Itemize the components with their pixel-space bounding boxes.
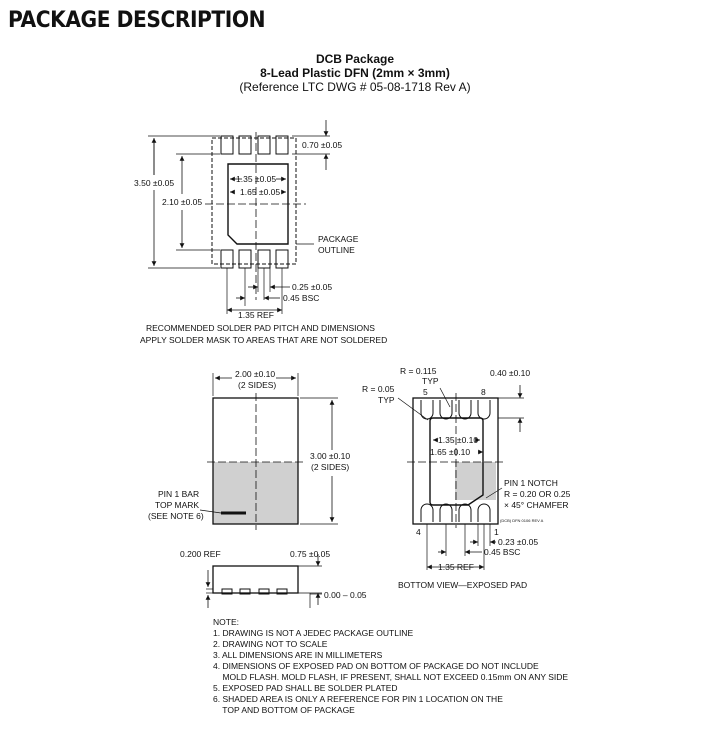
note-line: NOTE: [213, 617, 239, 627]
package-outline [211, 137, 297, 265]
notch-label-2: R = 0.20 OR 0.25 [504, 489, 571, 499]
bottom-view-outline [412, 397, 499, 525]
dim-bottom-lead-width: 0.23 ±0.05 [498, 537, 538, 547]
dim-pitch: 0.45 BSC [283, 293, 319, 303]
solder-pad-caption-1: RECOMMENDED SOLDER PAD PITCH AND DIMENSI… [146, 323, 375, 333]
radius-label-2-typ: TYP [378, 395, 395, 405]
bottom-lead [439, 503, 453, 522]
dim-body-height: 3.00 ±0.10 [310, 451, 350, 461]
side-lead [239, 588, 251, 595]
package-outline-label-2: OUTLINE [318, 245, 355, 255]
top-pad [238, 135, 252, 155]
radius-label-2: R = 0.05 [362, 384, 395, 394]
bottom-pad [257, 249, 271, 269]
package-name: DCB Package [315, 52, 395, 66]
bottom-pad [220, 249, 234, 269]
side-lead [221, 588, 233, 595]
bottom-lead [458, 503, 472, 522]
notch-label-1: PIN 1 NOTCH [504, 478, 558, 488]
dim-body-width-note: (2 SIDES) [238, 380, 276, 390]
bottom-lead [420, 503, 434, 522]
bottom-pad [275, 249, 289, 269]
note-line: MOLD FLASH. MOLD FLASH, IF PRESENT, SHAL… [213, 672, 569, 682]
dim-lead-width: 0.25 ±0.05 [292, 282, 332, 292]
dim-bottom-pitch: 0.45 BSC [484, 547, 520, 557]
note-line: 4. DIMENSIONS OF EXPOSED PAD ON BOTTOM O… [213, 661, 539, 671]
solder-pad-drawing [148, 120, 330, 314]
package-type: 8-Lead Plastic DFN (2mm × 3mm) [260, 66, 450, 80]
note-line: 2. DRAWING NOT TO SCALE [213, 639, 328, 649]
pin-number-5: 5 [423, 387, 428, 397]
exposed-pad [227, 163, 289, 245]
note-line: 1. DRAWING IS NOT A JEDEC PACKAGE OUTLIN… [213, 628, 414, 638]
top-pad [275, 135, 289, 155]
side-view-body [212, 565, 299, 594]
bottom-shaded-area [455, 462, 496, 500]
dim-outer-height: 3.50 ±0.05 [134, 178, 174, 188]
dim-pad-length: 0.70 ±0.05 [302, 140, 342, 150]
dim-side-ref: 0.200 REF [180, 549, 221, 559]
dim-body-height-note: (2 SIDES) [311, 462, 349, 472]
side-lead [258, 588, 270, 595]
radius-label-1: R = 0.115 [400, 366, 437, 376]
top-pad [220, 135, 234, 155]
pin1-label-2: TOP MARK [155, 500, 199, 510]
dim-pad-width-1: 1.35 ±0.05 [236, 174, 276, 184]
top-view-outline [212, 397, 299, 525]
side-lead [276, 588, 288, 595]
solder-pad-caption-2: APPLY SOLDER MASK TO AREAS THAT ARE NOT … [140, 335, 387, 345]
side-view-drawing [205, 554, 322, 608]
notch-label-3: × 45° CHAMFER [504, 500, 569, 510]
pin-number-1: 1 [494, 527, 499, 537]
bottom-lead [477, 400, 491, 420]
dim-bottom-pad-width-1: 1.35 ±0.10 [438, 435, 478, 445]
bottom-view-caption: BOTTOM VIEW—EXPOSED PAD [398, 580, 527, 590]
pin1-label-3: (SEE NOTE 6) [148, 511, 204, 521]
dim-standoff: 0.00 – 0.05 [324, 590, 367, 600]
note-line: 3. ALL DIMENSIONS ARE IN MILLIMETERS [213, 650, 383, 660]
dim-ref: 1.35 REF [238, 310, 274, 320]
pin-number-4: 4 [416, 527, 421, 537]
dim-lead-length: 0.40 ±0.10 [490, 368, 530, 378]
bottom-view-drawing [397, 385, 524, 570]
note-line: TOP AND BOTTOM OF PACKAGE [213, 705, 355, 715]
note-line: 6. SHADED AREA IS ONLY A REFERENCE FOR P… [213, 694, 503, 704]
dim-bottom-ref: 1.35 REF [438, 562, 474, 572]
bottom-pad [238, 249, 252, 269]
notes-block: NOTE: 1. DRAWING IS NOT A JEDEC PACKAGE … [213, 617, 568, 716]
dim-pad-width-2: 1.65 ±0.05 [240, 187, 280, 197]
top-pad [257, 135, 271, 155]
pin-number-8: 8 [481, 387, 486, 397]
note-line: 5. EXPOSED PAD SHALL BE SOLDER PLATED [213, 683, 398, 693]
dim-inner-height: 2.10 ±0.05 [162, 197, 202, 207]
dim-bottom-pad-width-2: 1.65 ±0.10 [430, 447, 470, 457]
bottom-lead [458, 400, 472, 420]
package-reference: (Reference LTC DWG # 05-08-1718 Rev A) [239, 80, 471, 94]
pin1-label-1: PIN 1 BAR [158, 489, 199, 499]
dim-body-width: 2.00 ±0.10 [235, 369, 275, 379]
bottom-lead [439, 400, 453, 420]
radius-label-1-typ: TYP [422, 376, 439, 386]
top-view-drawing [199, 373, 338, 530]
dim-thickness: 0.75 ±0.05 [290, 549, 330, 559]
package-outline-label-1: PACKAGE [318, 234, 359, 244]
package-title-block: DCB Package 8-Lead Plastic DFN (2mm × 3m… [0, 52, 710, 94]
bottom-lead [477, 503, 491, 522]
drawing-code: (DCB) DFN 0106 REV A [500, 518, 544, 523]
pin1-shaded-area [213, 462, 298, 524]
page-heading: PACKAGE DESCRIPTION [8, 8, 266, 33]
